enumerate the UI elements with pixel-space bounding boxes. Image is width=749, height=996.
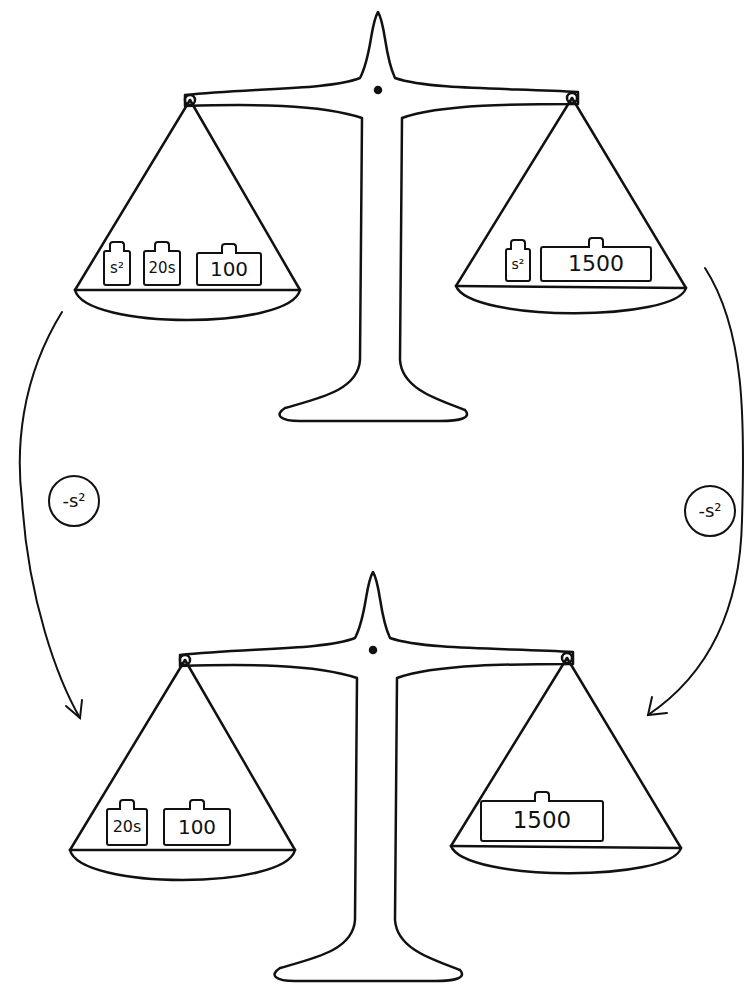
weight-box: 1500 [480,800,604,842]
weight-knob [119,799,135,810]
top-scale [75,12,686,421]
weight-label: 1500 [568,252,624,276]
weight-knob [109,241,125,252]
weight-knob [189,799,205,810]
weight-knob [221,243,237,254]
weight-label: 100 [210,258,248,280]
right-arrowhead [648,697,667,715]
weight-box: s² [505,248,531,282]
bottom-scale [70,572,681,981]
operation-label: -s² [698,501,721,521]
weight-label: 100 [178,816,216,838]
weight-label: s² [110,260,124,277]
left-arrowhead [66,700,82,718]
weight-knob [510,239,526,250]
weight-knob [154,241,170,252]
operation-label: -s² [62,491,85,511]
weight-box: 1500 [540,246,652,282]
weight-box: 100 [196,252,262,286]
weight-box: 20s [106,808,148,846]
weight-box: 100 [163,808,231,846]
weight-knob [588,237,604,248]
weight-label: 1500 [513,808,572,833]
weight-label: 20s [113,818,142,836]
right-arrow [648,268,743,715]
weight-box: s² [103,250,131,286]
weight-label: s² [512,257,525,272]
operation-circle: -s² [48,475,100,527]
weight-label: 20s [149,260,176,277]
weight-box: 20s [143,250,181,286]
weight-knob [534,791,550,802]
operation-circle: -s² [684,485,736,537]
